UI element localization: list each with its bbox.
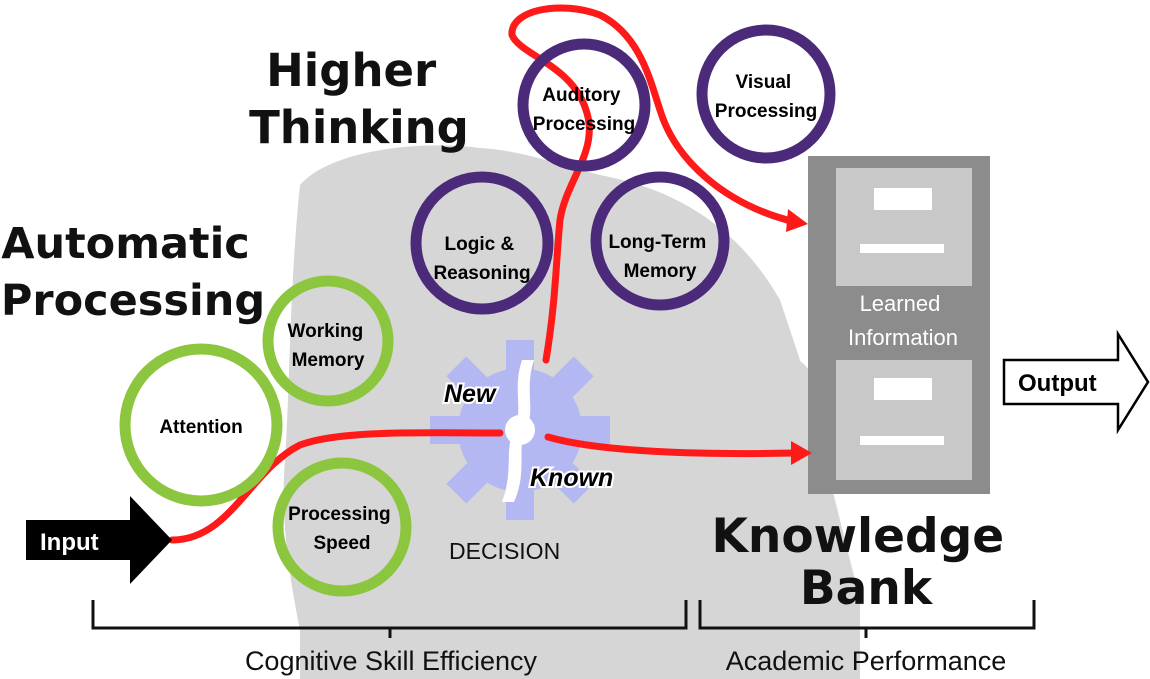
node-label-auditory-processing: Auditory Processing [533,85,635,135]
working-memory-ring [262,275,394,407]
decision-new-label: New [444,380,497,408]
processing-speed-ring [272,457,412,597]
input-arrow-label: Input [40,529,99,556]
filing-cabinet-icon [808,156,990,494]
cabinet-label: Learned Information [848,291,958,350]
attention-ring [119,343,283,507]
output-arrow-icon [1002,329,1150,435]
footer-label-academic-performance: Academic Performance [726,646,1007,676]
node-label-working-memory: Working Memory [288,321,369,371]
path-arrowhead-icon [786,209,808,232]
logic-reasoning-ring [410,171,554,315]
node-label-long-term-memory: Long-Term Memory [608,232,711,282]
node-label-logic-reasoning: Logic & Reasoning [433,234,530,284]
input-arrow-icon [26,496,172,584]
processing-path [168,4,799,544]
footer-brackets [91,600,1036,638]
higher-thinking-rings [410,24,836,315]
long-term-memory-ring [590,171,730,311]
auditory-processing-ring [517,38,651,172]
footer-label-cognitive-skill-efficiency: Cognitive Skill Efficiency [245,646,538,676]
heading-knowledge-bank: Knowledge Bank [711,509,1020,616]
visual-processing-ring [696,24,836,164]
heading-automatic-processing: Automatic Processing [1,219,265,326]
node-label-attention: Attention [159,417,242,438]
automatic-processing-rings [119,275,412,597]
node-label-visual-processing: Visual Processing [715,72,817,122]
path-arrowhead-icon [791,441,812,465]
decision-known-label: Known [530,464,613,492]
output-arrow-label: Output [1018,370,1097,397]
node-label-processing-speed: Processing Speed [288,504,396,554]
decision-label: DECISION [449,538,560,564]
heading-higher-thinking: Higher Thinking [249,44,469,154]
